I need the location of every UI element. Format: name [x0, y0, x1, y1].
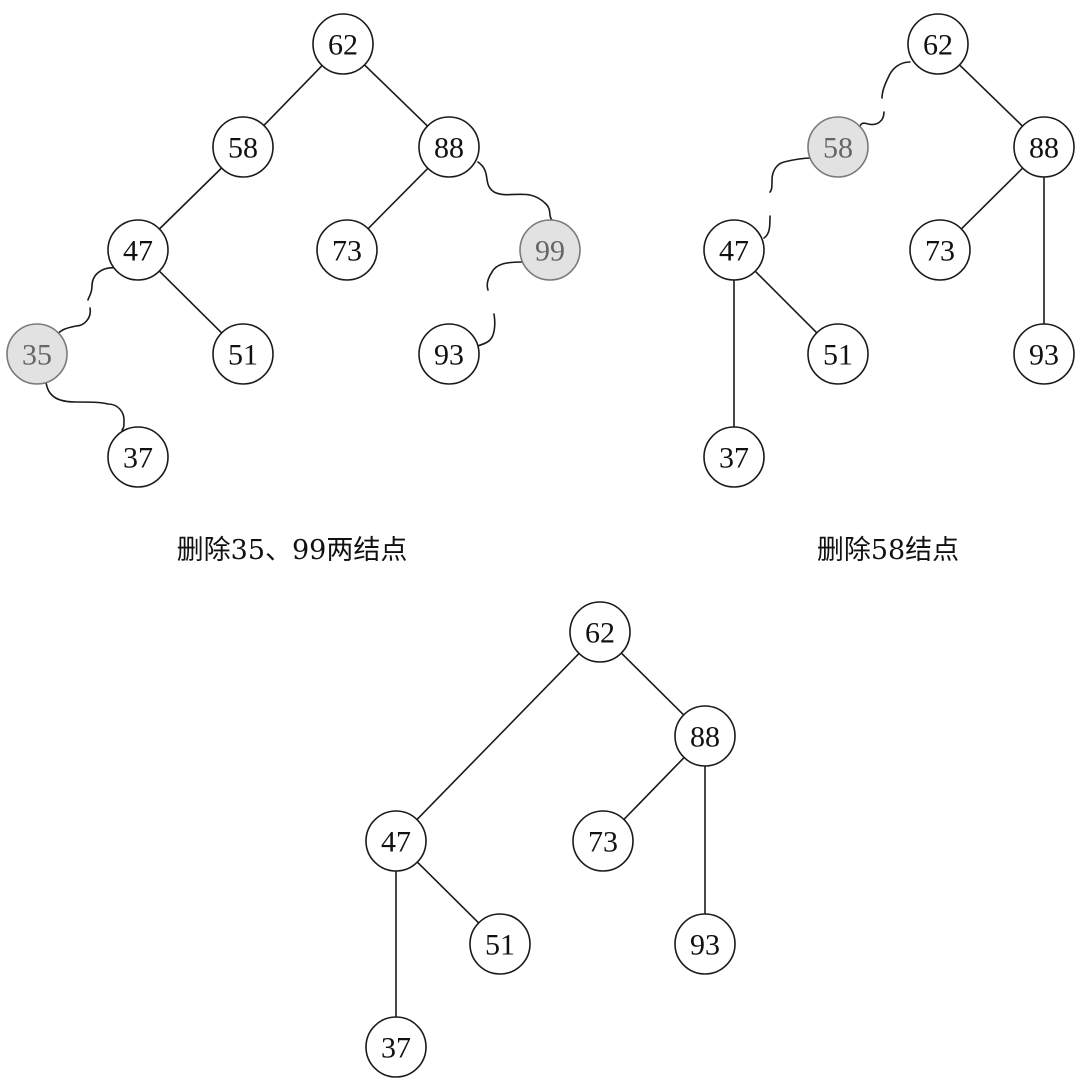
node-label: 73: [332, 235, 362, 268]
broken-edge-88-99: [477, 161, 553, 221]
tree-node-62: 62: [569, 601, 631, 663]
tree-node-93: 93: [1013, 323, 1075, 385]
edge-47-51: [158, 270, 223, 334]
broken-edge-47-35: [55, 266, 119, 337]
node-circle: [107, 219, 169, 281]
node-label: 47: [123, 235, 153, 268]
tree-node-37: 37: [703, 426, 765, 488]
tree-node-51: 51: [469, 913, 531, 975]
node-label: 88: [1029, 132, 1059, 165]
tree-node-51: 51: [807, 323, 869, 385]
node-circle: [703, 219, 765, 281]
node-label: 47: [381, 826, 411, 859]
deleted-node-58: 58: [807, 116, 869, 178]
node-circle: [807, 116, 869, 178]
node-circle: [469, 913, 531, 975]
tree-diagram-1: 62 58 88 47 73 99 35 51 93 37: [6, 13, 581, 488]
node-circle: [674, 705, 736, 767]
caption-left: 删除35、99两结点: [176, 535, 408, 566]
node-label: 37: [123, 442, 153, 475]
node-circle: [418, 323, 480, 385]
node-circle: [807, 323, 869, 385]
tree-diagram-2: 62 58 88 47 73 93 51 37: [703, 13, 1075, 488]
broken-edge-58-47: [763, 157, 813, 239]
tree-node-37: 37: [107, 426, 169, 488]
node-label: 73: [588, 826, 618, 859]
node-circle: [6, 323, 68, 385]
broken-edge-35-37: [45, 381, 125, 431]
tree-node-73: 73: [909, 219, 971, 281]
node-circle: [365, 810, 427, 872]
tree-node-73: 73: [316, 219, 378, 281]
node-circle: [312, 13, 374, 75]
node-label: 37: [381, 1032, 411, 1065]
tree-node-88: 88: [674, 705, 736, 767]
tree-node-93: 93: [418, 323, 480, 385]
node-circle: [909, 219, 971, 281]
node-circle: [316, 219, 378, 281]
tree-node-37: 37: [365, 1016, 427, 1078]
node-label: 51: [485, 929, 515, 962]
tree-node-47: 47: [365, 810, 427, 872]
node-label: 93: [434, 339, 464, 372]
node-circle: [703, 426, 765, 488]
tree-node-62: 62: [907, 13, 969, 75]
deleted-node-99: 99: [519, 219, 581, 281]
node-label: 51: [228, 339, 258, 372]
node-label: 73: [925, 235, 955, 268]
node-label: 93: [1029, 339, 1059, 372]
node-circle: [572, 810, 634, 872]
edge-62-47: [416, 652, 580, 821]
tree-node-88: 88: [418, 116, 480, 178]
node-circle: [212, 116, 274, 178]
tree-node-93: 93: [674, 913, 736, 975]
node-label: 37: [719, 442, 749, 475]
node-circle: [212, 323, 274, 385]
edge-88-73: [367, 167, 429, 230]
node-label: 93: [690, 929, 720, 962]
edge-62-58: [263, 64, 323, 127]
node-label: 99: [535, 235, 565, 268]
node-label: 62: [585, 617, 615, 650]
tree-node-88: 88: [1013, 116, 1075, 178]
edge-88-73: [623, 756, 685, 821]
node-label: 47: [719, 235, 749, 268]
node-circle: [418, 116, 480, 178]
edge-47-51: [416, 861, 480, 924]
edge-62-88: [958, 64, 1024, 127]
edge-88-73: [960, 167, 1024, 230]
node-label: 58: [228, 132, 258, 165]
node-circle: [1013, 116, 1075, 178]
edge-47-51: [754, 270, 818, 334]
node-label: 62: [328, 29, 358, 62]
node-label: 88: [434, 132, 464, 165]
node-label: 62: [923, 29, 953, 62]
tree-node-73: 73: [572, 810, 634, 872]
node-circle: [107, 426, 169, 488]
node-label: 88: [690, 721, 720, 754]
tree-node-51: 51: [212, 323, 274, 385]
tree-node-47: 47: [107, 219, 169, 281]
node-circle: [907, 13, 969, 75]
node-label: 35: [22, 339, 52, 372]
caption-right: 删除58结点: [816, 535, 960, 566]
deleted-node-35: 35: [6, 323, 68, 385]
node-circle: [519, 219, 581, 281]
node-circle: [365, 1016, 427, 1078]
node-circle: [674, 913, 736, 975]
edge-62-88: [363, 64, 429, 127]
node-circle: [569, 601, 631, 663]
edge-58-47: [158, 167, 223, 230]
edge-62-88: [620, 652, 685, 716]
broken-edge-99-93: [477, 261, 523, 347]
node-label: 58: [823, 132, 853, 165]
tree-node-47: 47: [703, 219, 765, 281]
node-label: 51: [823, 339, 853, 372]
node-circle: [1013, 323, 1075, 385]
broken-edge-62-58: [859, 61, 911, 129]
tree-node-58: 58: [212, 116, 274, 178]
tree-node-62: 62: [312, 13, 374, 75]
tree-diagram-3: 62 88 47 73 51 93 37: [365, 601, 736, 1078]
